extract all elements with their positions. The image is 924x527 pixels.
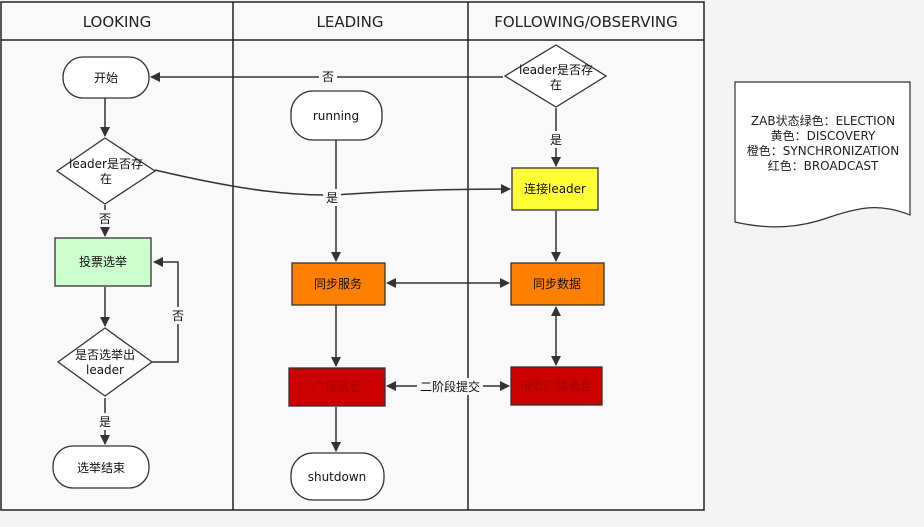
lane-title-following-observing: FOLLOWING/OBSERVING [494,13,678,31]
edge-label-no-loop: 否 [172,309,184,323]
node-elected-line1: 是否选举出 [75,348,135,362]
edge-label-yes-cross: 是 [326,191,338,205]
lane-title-looking: LOOKING [83,13,152,31]
node-broadcast-right: 接收广播消息 [510,366,603,406]
node-start-label: 开始 [94,71,118,85]
node-elected: 是否选举出 leader [56,327,154,397]
node-running-label: running [313,109,359,123]
node-leader-exists-right: leader是否存 在 [503,44,608,108]
edge-labels: 否 是 是 否 否 是 二阶段提交 [96,68,565,430]
legend-line-synchronization: 橙色：SYNCHRONIZATION [747,143,899,158]
node-start: 开始 [62,56,150,99]
node-connect-leader: 连接leader [511,167,599,211]
legend-line-discovery: 黄色：DISCOVERY [771,129,876,143]
legend-line-broadcast: 红色：BROADCAST [768,158,879,173]
node-leader-exists-left: leader是否存 在 [55,137,157,205]
node-leader-exists-right-line1: leader是否存 [519,63,593,77]
edge-label-no-vote: 否 [99,212,111,226]
edge-label-yes-end: 是 [99,415,111,429]
node-broadcast-left: 广播消息 [288,367,386,407]
node-sync-data: 同步数据 [510,262,605,306]
node-elected-line2: leader [86,363,124,377]
node-shutdown-label: shutdown [308,470,367,484]
node-sync-service: 同步服务 [291,262,386,306]
legend-line-election: ZAB状态绿色：ELECTION [751,113,895,128]
node-connect-leader-label: 连接leader [524,181,586,196]
legend-note: ZAB状态绿色：ELECTION 黄色：DISCOVERY 橙色：SYNCHRO… [734,81,911,228]
node-leader-exists-left-line2: 在 [100,172,112,186]
node-running: running [290,90,383,141]
node-end: 选举结束 [52,445,150,489]
edge-label-yes-right: 是 [550,133,562,147]
node-broadcast-left-label: 广播消息 [313,379,361,394]
edge-left-decision-to-connect [154,169,511,196]
node-end-label: 选举结束 [77,461,125,475]
node-vote: 投票选举 [54,237,152,287]
edge-label-no-top: 否 [322,70,334,84]
lane-title-leading: LEADING [317,13,384,31]
node-sync-service-label: 同步服务 [314,276,362,291]
node-vote-label: 投票选举 [79,254,127,269]
edge-label-two-phase-commit: 二阶段提交 [420,379,480,394]
node-leader-exists-right-line2: 在 [550,78,562,92]
node-leader-exists-left-line1: leader是否存 [69,157,143,171]
node-sync-data-label: 同步数据 [533,276,581,291]
node-broadcast-right-label: 接收广播消息 [520,378,592,393]
node-shutdown: shutdown [290,452,385,501]
